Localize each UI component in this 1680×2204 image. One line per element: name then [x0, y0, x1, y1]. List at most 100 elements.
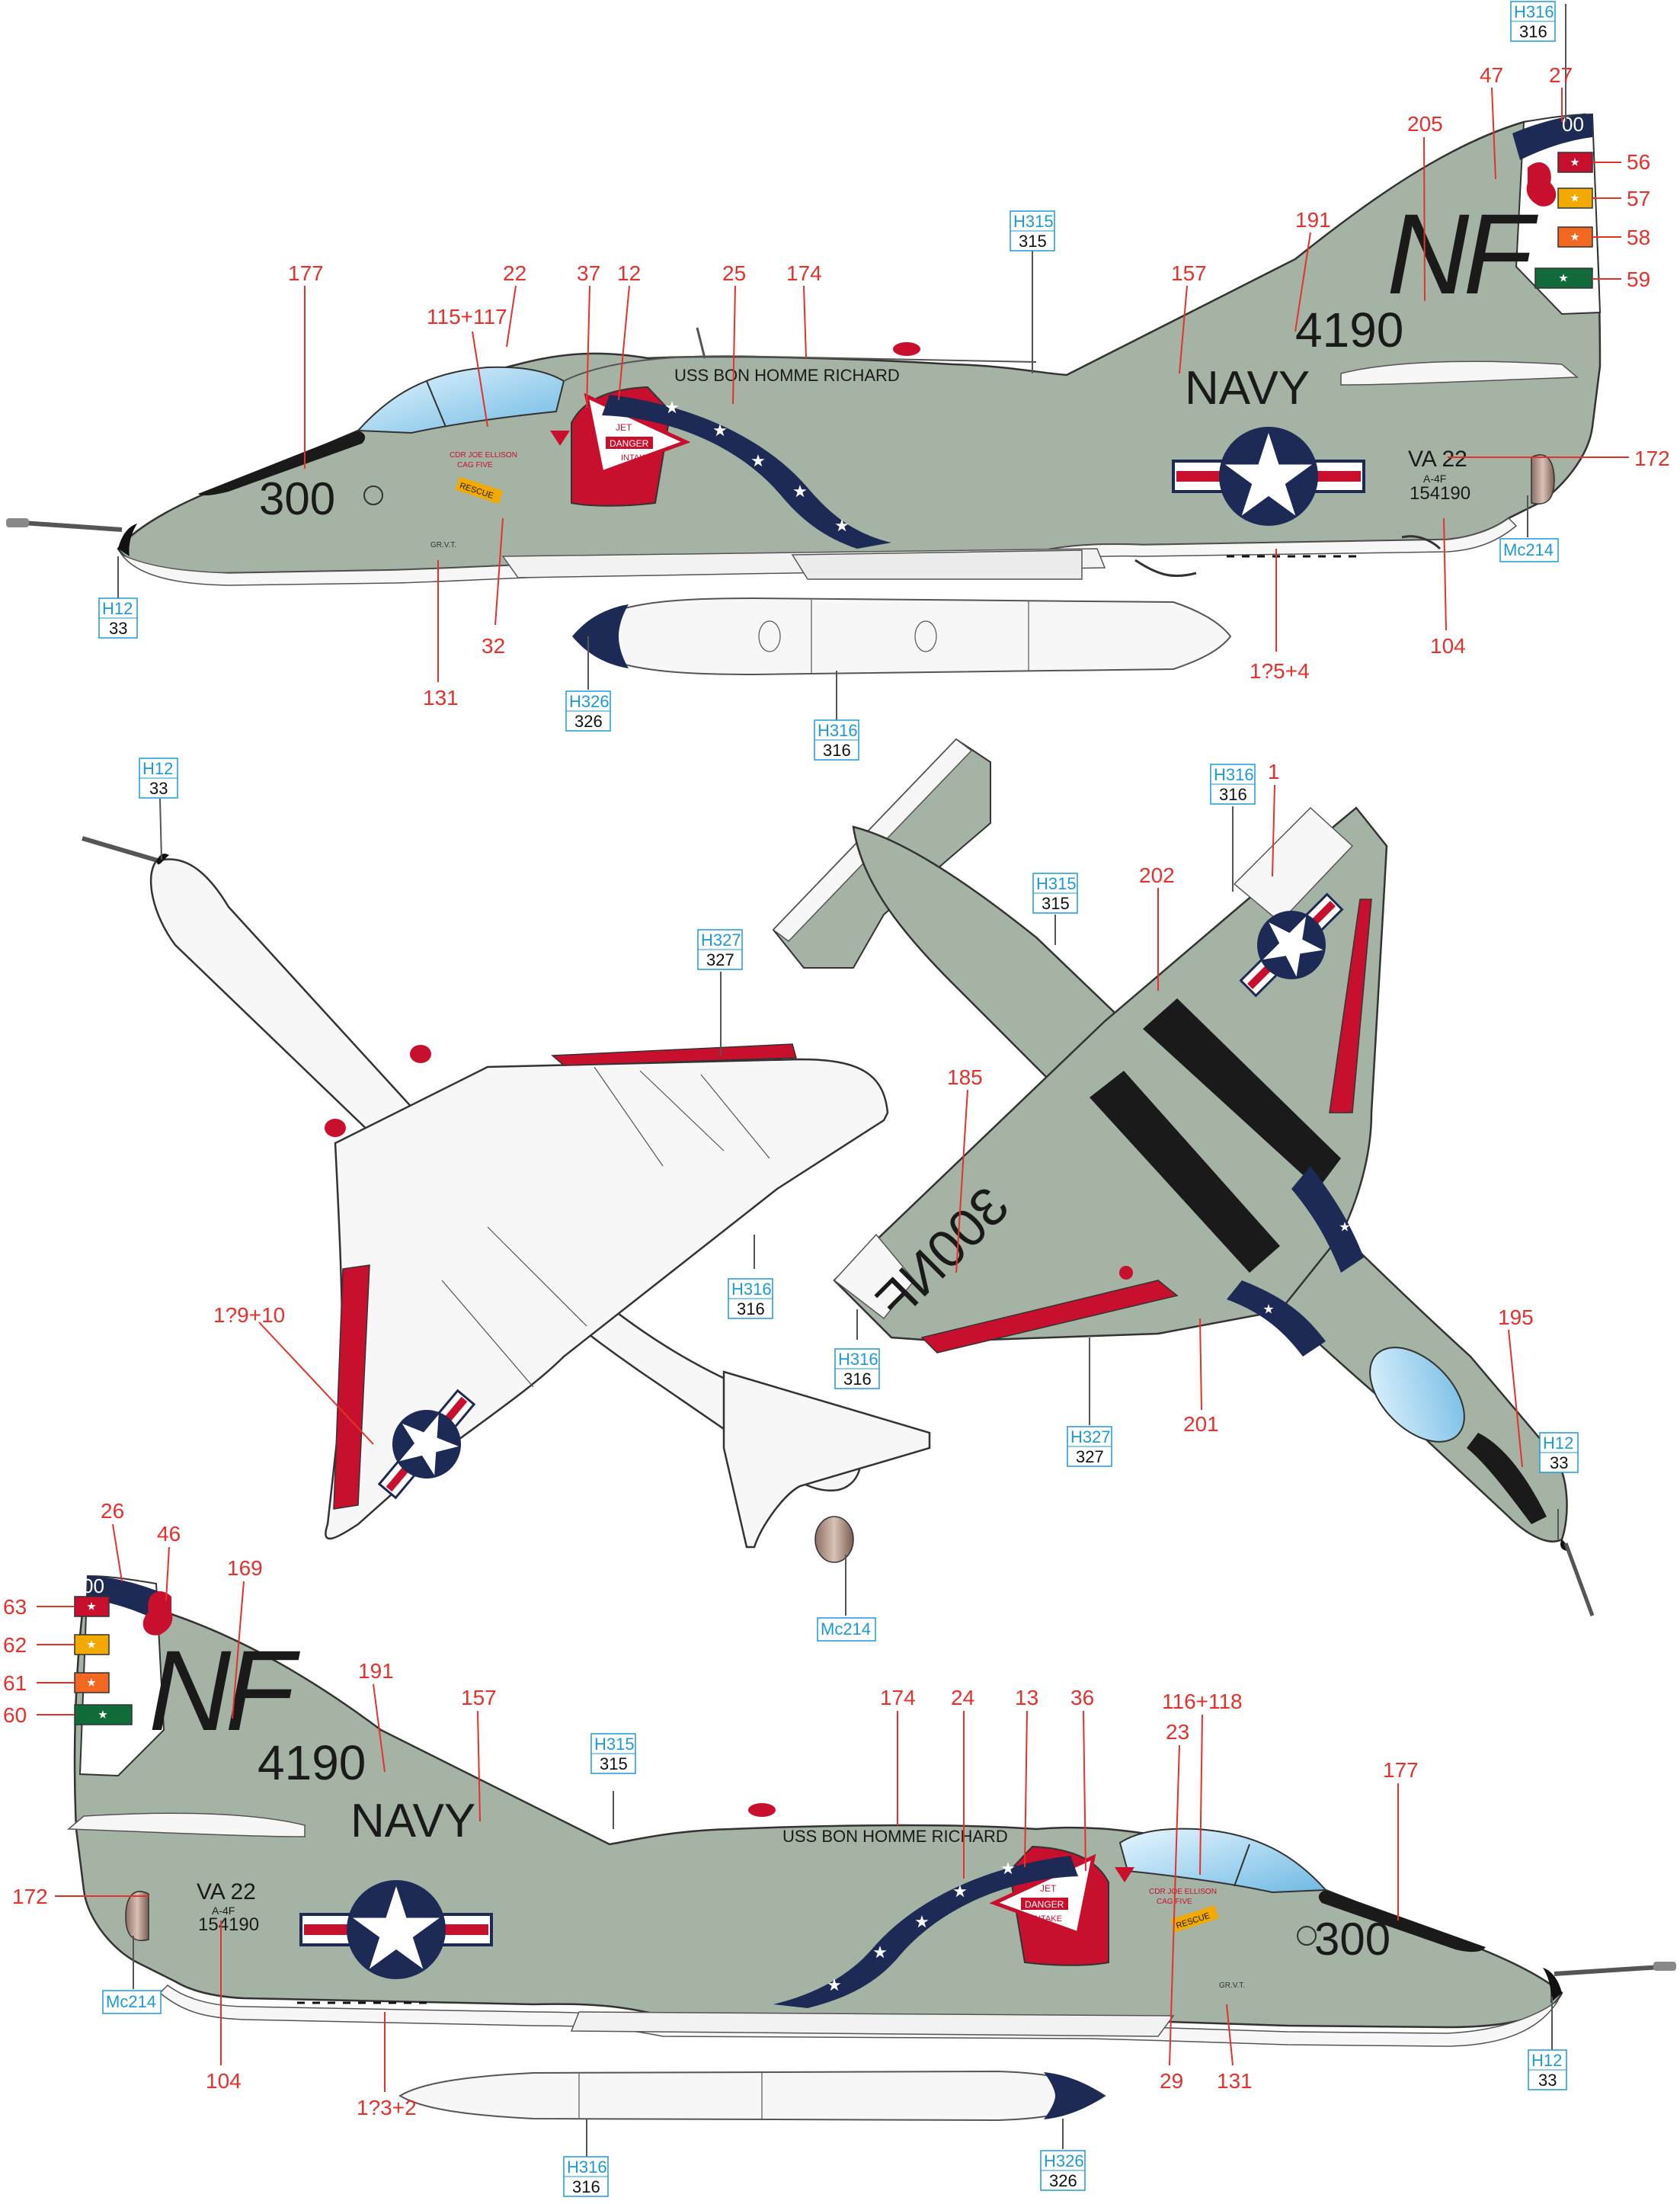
- svg-text:191: 191: [1295, 208, 1331, 232]
- squadron-designation-port: VA 22: [1408, 447, 1467, 472]
- svg-text:Mc214: Mc214: [106, 1992, 156, 2011]
- svg-text:INTAKE: INTAKE: [621, 453, 651, 463]
- svg-text:H316: H316: [818, 721, 858, 740]
- svg-text:115+117: 115+117: [427, 305, 507, 328]
- underside-insignia: [377, 1389, 476, 1500]
- code-h316-tail: H316 316: [1510, 1, 1556, 42]
- national-insignia-port: [1172, 427, 1365, 526]
- svg-text:57: 57: [1627, 187, 1650, 210]
- svg-text:H315: H315: [1013, 212, 1054, 231]
- code-h12-top: H12 33: [98, 597, 138, 639]
- callouts-bottom: 26 46 169 63 62 61 60 191 157 174 24 13 …: [3, 1499, 1419, 2119]
- svg-text:174: 174: [786, 261, 822, 285]
- svg-text:H316: H316: [567, 2158, 607, 2177]
- modex-port: 300: [259, 473, 335, 524]
- aircraft-type-starboard: A-4F: [212, 1904, 235, 1917]
- svg-text:33: 33: [149, 779, 168, 798]
- svg-text:00: 00: [82, 1575, 104, 1597]
- svg-text:316: 316: [1519, 22, 1547, 41]
- svg-text:JET: JET: [616, 422, 632, 433]
- squadron-designation-starboard: VA 22: [197, 1879, 256, 1904]
- buno-port: 154190: [1410, 483, 1470, 504]
- callouts-upper: 1 202 185 195 201: [947, 760, 1534, 1436]
- svg-text:37: 37: [577, 261, 600, 285]
- svg-text:47: 47: [1480, 63, 1503, 87]
- paint-codes-upper: H316 316 H315 315 H316 316 H327 327: [834, 764, 1579, 1473]
- upper-wing: [833, 806, 1388, 1343]
- exhaust-nozzle-starboard: [125, 1891, 149, 1941]
- svg-text:Mc214: Mc214: [821, 1619, 871, 1639]
- svg-text:56: 56: [1627, 150, 1650, 174]
- upper-insignia: [1239, 892, 1344, 998]
- svg-text:62: 62: [3, 1633, 27, 1657]
- svg-text:22: 22: [503, 261, 526, 285]
- tail-number-starboard: 4190: [258, 1735, 366, 1790]
- svg-text:172: 172: [1634, 447, 1670, 470]
- svg-text:13: 13: [1015, 1686, 1038, 1709]
- gr-vt-port: GR.V.T.: [430, 541, 456, 549]
- svg-text:316: 316: [737, 1299, 765, 1318]
- svg-text:H12: H12: [142, 759, 173, 778]
- paint-codes-under: H12 33 H327 327 H316 316 Mc214: [139, 758, 876, 1642]
- exhaust-nozzle-port: [1531, 454, 1555, 505]
- pilot-name-port: CDR JOE ELLISON: [450, 451, 517, 460]
- gr-vt-starboard: GR.V.T.: [1219, 1981, 1245, 1990]
- svg-text:316: 316: [843, 1369, 872, 1389]
- svg-text:131: 131: [423, 686, 459, 710]
- svg-text:116+118: 116+118: [1162, 1690, 1243, 1713]
- svg-text:33: 33: [109, 619, 127, 638]
- modex-starboard: 300: [1314, 1914, 1390, 1965]
- svg-text:157: 157: [1171, 261, 1207, 285]
- svg-text:202: 202: [1139, 863, 1175, 887]
- squadron-emblem: [1526, 162, 1557, 207]
- svg-text:316: 316: [572, 2177, 600, 2196]
- svg-text:104: 104: [1430, 634, 1466, 658]
- svg-text:60: 60: [3, 1703, 27, 1727]
- svg-text:H326: H326: [569, 692, 610, 711]
- svg-text:205: 205: [1407, 112, 1443, 136]
- paint-codes-top: H316 316 H315 315 H12 33 H326 326: [98, 1, 1559, 761]
- svg-text:316: 316: [1219, 785, 1247, 804]
- svg-text:H315: H315: [594, 1735, 635, 1754]
- code-h12-upper: H12 33: [1539, 1432, 1579, 1473]
- leaders-top: [117, 4, 1629, 720]
- callout-129: 1?9+10: [213, 1303, 285, 1327]
- code-h315-upper: H315 315: [1032, 873, 1078, 914]
- navy-title-starboard: NAVY: [350, 1795, 475, 1847]
- code-h316-under: H316 316: [728, 1278, 773, 1319]
- svg-text:24: 24: [951, 1686, 974, 1709]
- code-h315-bottom: H315 315: [590, 1733, 636, 1774]
- profile-starboard-view: JET DANGER INTAKE 00: [3, 1499, 1676, 2197]
- svg-text:169: 169: [227, 1556, 263, 1580]
- code-h326-bottom: H326 326: [1040, 2150, 1086, 2191]
- svg-text:33: 33: [1538, 2071, 1557, 2090]
- svg-text:177: 177: [1383, 1758, 1419, 1782]
- profile-port-view: JET DANGER INTAKE 00: [6, 1, 1670, 761]
- svg-text:63: 63: [3, 1595, 27, 1619]
- svg-text:315: 315: [600, 1754, 628, 1773]
- svg-text:1: 1: [1268, 760, 1280, 783]
- svg-text:61: 61: [3, 1671, 27, 1695]
- drop-tank-port: [571, 597, 1232, 676]
- svg-text:185: 185: [947, 1065, 983, 1089]
- svg-text:JET: JET: [1040, 1883, 1057, 1894]
- tail-code-starboard: NF: [149, 1626, 300, 1754]
- svg-text:23: 23: [1166, 1720, 1189, 1744]
- buno-starboard: 154190: [198, 1914, 259, 1935]
- svg-text:26: 26: [101, 1499, 124, 1523]
- star-band-port: [602, 395, 891, 549]
- svg-text:1?3+2: 1?3+2: [357, 2096, 417, 2119]
- svg-text:46: 46: [157, 1522, 181, 1546]
- paint-codes-bottom: H315 315 Mc214 H316 316 H326 326: [102, 1733, 1567, 2197]
- svg-text:Mc214: Mc214: [1503, 540, 1554, 559]
- code-h316-upper-wing: H316 316: [834, 1348, 880, 1389]
- svg-text:172: 172: [12, 1885, 48, 1908]
- svg-text:327: 327: [1076, 1447, 1104, 1466]
- plan-upper-view: 300NF 1 202 185 195 201: [772, 738, 1595, 1616]
- ship-name-starboard: USS BON HOMME RICHARD: [782, 1827, 1008, 1846]
- svg-text:H327: H327: [701, 931, 741, 950]
- aircraft-type-port: A-4F: [1423, 473, 1446, 485]
- code-mc214-top: Mc214: [1499, 538, 1559, 562]
- code-h315-top: H315 315: [1010, 210, 1055, 251]
